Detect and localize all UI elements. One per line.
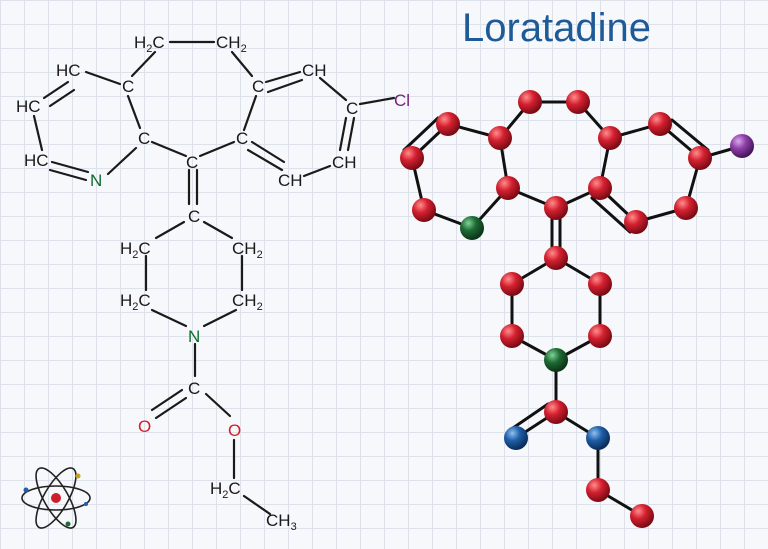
structural-bonds [32, 40, 396, 516]
carbon-atom [518, 90, 542, 114]
carbon-atom [586, 478, 610, 502]
atom-label-hc-1: HC [56, 61, 81, 80]
carbon-atom [488, 126, 512, 150]
atom-label-cl: Cl [394, 91, 410, 110]
carbon-atom [624, 210, 648, 234]
atom-logo-icon [21, 467, 91, 529]
atom-label-ch2-top: CH2 [216, 33, 247, 55]
structural-atoms: H2C CH2 HC HC HC N C C C C C CH C Cl CH … [16, 33, 410, 533]
atom-label-c-b2: C [252, 77, 264, 96]
carbon-atom [630, 504, 654, 528]
atom-label-ch-b2: CH [332, 153, 357, 172]
atom-label-hc-2: HC [16, 97, 41, 116]
atom-label-c-bridge: C [186, 153, 198, 172]
atom-label-c-carbamate: C [188, 379, 200, 398]
atom-label-ch2-pip-lr: CH2 [232, 291, 263, 313]
carbon-atom [566, 90, 590, 114]
carbon-atom [544, 246, 568, 270]
atom-label-c-chloro: C [346, 99, 358, 118]
oxygen-atom [586, 426, 610, 450]
page-title: Loratadine [462, 6, 652, 50]
atom-label-o-carbonyl: O [138, 417, 151, 436]
atom-label-ch-b3: CH [278, 171, 303, 190]
carbon-atom [688, 146, 712, 170]
atom-label-h2c-top: H2C [134, 33, 165, 55]
carbon-atom [400, 146, 424, 170]
oxygen-atom [504, 426, 528, 450]
atom-label-n-pyridine: N [90, 171, 102, 190]
carbon-atom [544, 400, 568, 424]
atom-label-c-b1: C [236, 129, 248, 148]
carbon-atom [500, 324, 524, 348]
atom-label-ch3: CH3 [266, 511, 297, 533]
ball-stick-atoms [400, 90, 754, 528]
atom-label-hc-3: HC [24, 151, 49, 170]
carbon-atom [412, 198, 436, 222]
carbon-atom [674, 196, 698, 220]
atom-label-c-a1: C [122, 77, 134, 96]
atom-label-h2c-ethyl: H2C [210, 479, 241, 501]
atom-label-h2c-pip-ul: H2C [120, 239, 151, 261]
nitrogen-atom [544, 348, 568, 372]
carbon-atom [588, 176, 612, 200]
carbon-atom [496, 176, 520, 200]
carbon-atom [588, 272, 612, 296]
atom-label-ch-b1: CH [302, 61, 327, 80]
nitrogen-atom [460, 216, 484, 240]
atom-label-c-a2: C [138, 129, 150, 148]
carbon-atom [436, 112, 460, 136]
carbon-atom [648, 112, 672, 136]
atom-label-ch2-pip-ur: CH2 [232, 239, 263, 261]
atom-label-o-ester: O [228, 421, 241, 440]
carbon-atom [500, 272, 524, 296]
carbon-atom [588, 324, 612, 348]
carbon-atom [598, 126, 622, 150]
atom-label-h2c-pip-ll: H2C [120, 291, 151, 313]
atom-label-n-piperidine: N [188, 327, 200, 346]
chlorine-atom [730, 134, 754, 158]
carbon-atom [544, 196, 568, 220]
atom-label-c-pip: C [188, 207, 200, 226]
